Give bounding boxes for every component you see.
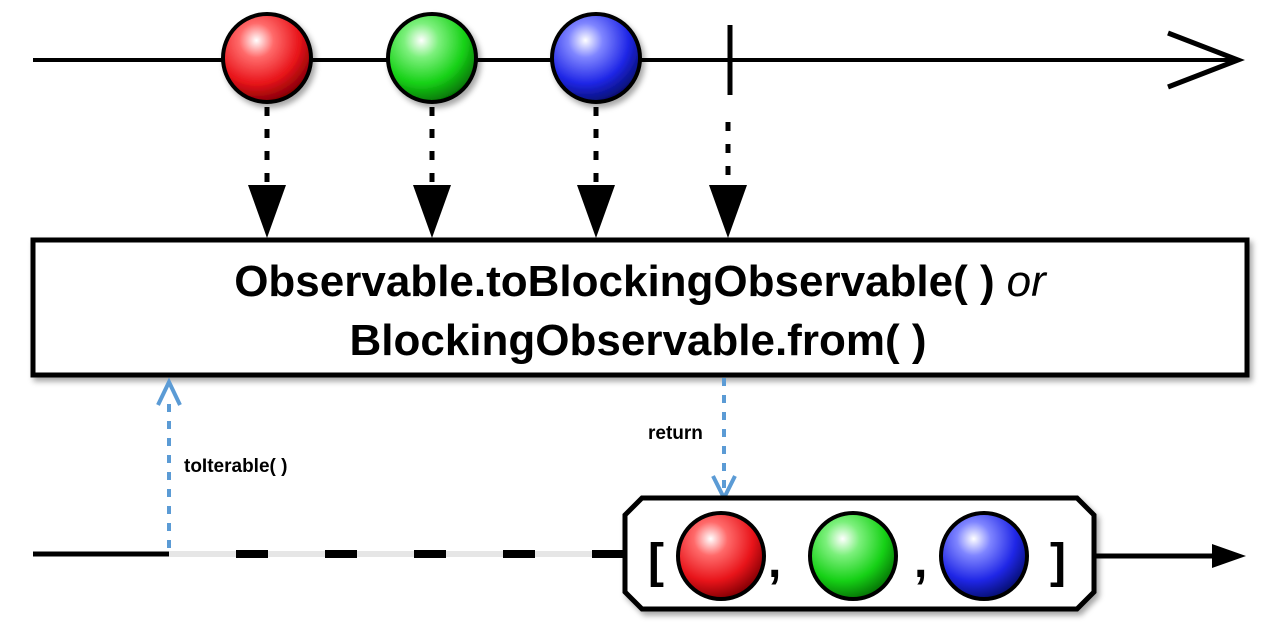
result-timeline: [33, 544, 1246, 568]
emission-arrows: [248, 107, 747, 238]
emission-arrow-green: [413, 107, 451, 238]
result-marble-blue: [939, 511, 1029, 601]
result-marble-red: [676, 511, 766, 601]
to-iterable-label: toIterable( ): [184, 456, 287, 477]
operator-label-line2: BlockingObservable.from( ): [349, 316, 926, 365]
to-iterable-arrow: [156, 377, 182, 548]
marble-red: [221, 12, 313, 104]
return-arrow: [711, 378, 737, 503]
emission-arrow-blue: [577, 107, 615, 238]
close-bracket: ]: [1050, 535, 1066, 588]
emission-arrow-complete: [709, 122, 747, 238]
result-comma-2: ,: [914, 535, 927, 588]
result-timeline-arrowhead: [1212, 544, 1246, 568]
result-iterable-box: [ , , ]: [622, 495, 1097, 612]
operator-label-line1: Observable.toBlockingObservable( )or: [234, 257, 1048, 306]
marble-blue: [550, 12, 642, 104]
operator-box: Observable.toBlockingObservable( )or Blo…: [30, 237, 1250, 378]
result-comma-1: ,: [768, 535, 781, 588]
source-timeline-arrowhead: [1167, 30, 1245, 90]
marble-green: [386, 12, 478, 104]
open-bracket: [: [648, 535, 664, 588]
result-marble-green: [808, 511, 898, 601]
emission-arrow-red: [248, 107, 286, 238]
return-label: return: [648, 423, 703, 444]
source-timeline: [33, 12, 1245, 104]
